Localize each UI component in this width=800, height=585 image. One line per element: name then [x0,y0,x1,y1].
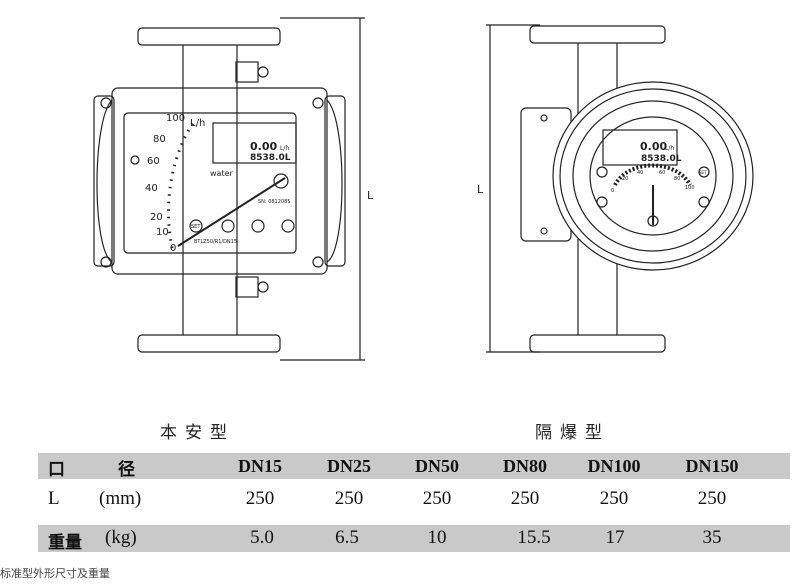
scale-tick-label: 60 [147,156,160,167]
intrinsic-safe-title: 本安型 [160,423,235,443]
scale-tick-label: 100 [166,113,185,124]
table-row-weight: 重量 (kg) 5.0 6.5 10 15.5 17 35 [38,525,790,553]
arc-tick-label: 20 [622,176,628,182]
column-header: DN50 [415,456,459,476]
model-label: BTLZ50/R1/DN15 [194,239,237,245]
explosion-proof-title: 隔爆型 [535,423,610,443]
dial-face [123,112,297,254]
table-cell: 5.0 [250,527,274,548]
top-flange [529,25,666,44]
medium-label: water [210,169,234,178]
arc-tick-label: 40 [637,170,643,176]
row-label: L [48,488,60,509]
header-label: 径 [118,460,135,480]
header-label: 口 [48,460,65,480]
column-header: DN80 [503,456,547,476]
scale-tick-label: 10 [156,227,169,238]
set-button-label: SET [699,170,707,175]
set-button-label: SET [191,224,201,230]
arc-tick-label: 80 [674,176,680,182]
table-header-row: 口 径 DN15 DN25 DN50 DN80 DN100 DN150 [38,453,790,480]
table-cell: 250 [510,488,540,509]
table-row-length: L (mm) 250 250 250 250 250 250 [38,486,790,514]
meter-housing [111,87,328,275]
row-unit: (kg) [105,527,137,548]
table-cell: 250 [697,488,727,509]
lcd-rate: 0.00 [640,140,667,153]
row-label: 重量 [48,533,82,553]
bottom-flange [529,334,666,353]
column-header: DN150 [685,456,739,476]
table-cell: 250 [599,488,629,509]
top-flange [137,27,281,46]
scale-tick-label: 80 [153,134,166,145]
arc-tick-label: 60 [659,170,665,176]
scale-tick-label: 0 [170,243,176,254]
flowmeter-drawings: 100 80 60 40 20 10 0 L/h water 0.00 L/h … [93,17,754,361]
lcd-rate-unit: L/h [280,145,289,152]
table-cell: 15.5 [517,527,551,548]
column-header: DN25 [327,456,371,476]
lcd-display [212,122,297,164]
table-cell: 250 [422,488,452,509]
lcd-rate: 0.00 [250,140,277,153]
table-cell: 10 [427,527,447,548]
table-cell: 17 [605,527,625,548]
dimension-label: L [367,189,374,202]
intrinsic-flowmeter-drawing [93,17,365,361]
lcd-total: 8538.0L [641,154,682,164]
column-header: DN15 [238,456,282,476]
round-housing [552,81,754,271]
bottom-flange [137,334,281,353]
table-cell: 250 [334,488,364,509]
unit-label: L/h [190,118,205,129]
lcd-rate-unit: L/h [665,145,674,152]
scale-tick-label: 40 [145,183,158,194]
table-cell: 35 [702,527,722,548]
scale-tick-label: 20 [150,212,163,223]
figure-caption: 标准型外形尺寸及重量 [0,567,110,580]
table-cell: 6.5 [335,527,359,548]
explosion-proof-flowmeter-drawing [486,24,754,353]
lcd-total: 8538.0L [250,153,291,163]
table-cell: 250 [245,488,275,509]
arc-tick-label: 100 [685,185,695,191]
serial-number: SN: 0812085 [258,199,290,205]
arc-tick-label: 0 [611,188,614,194]
row-unit: (mm) [99,488,142,509]
dimension-label: L [477,183,484,196]
column-header: DN100 [587,456,641,476]
